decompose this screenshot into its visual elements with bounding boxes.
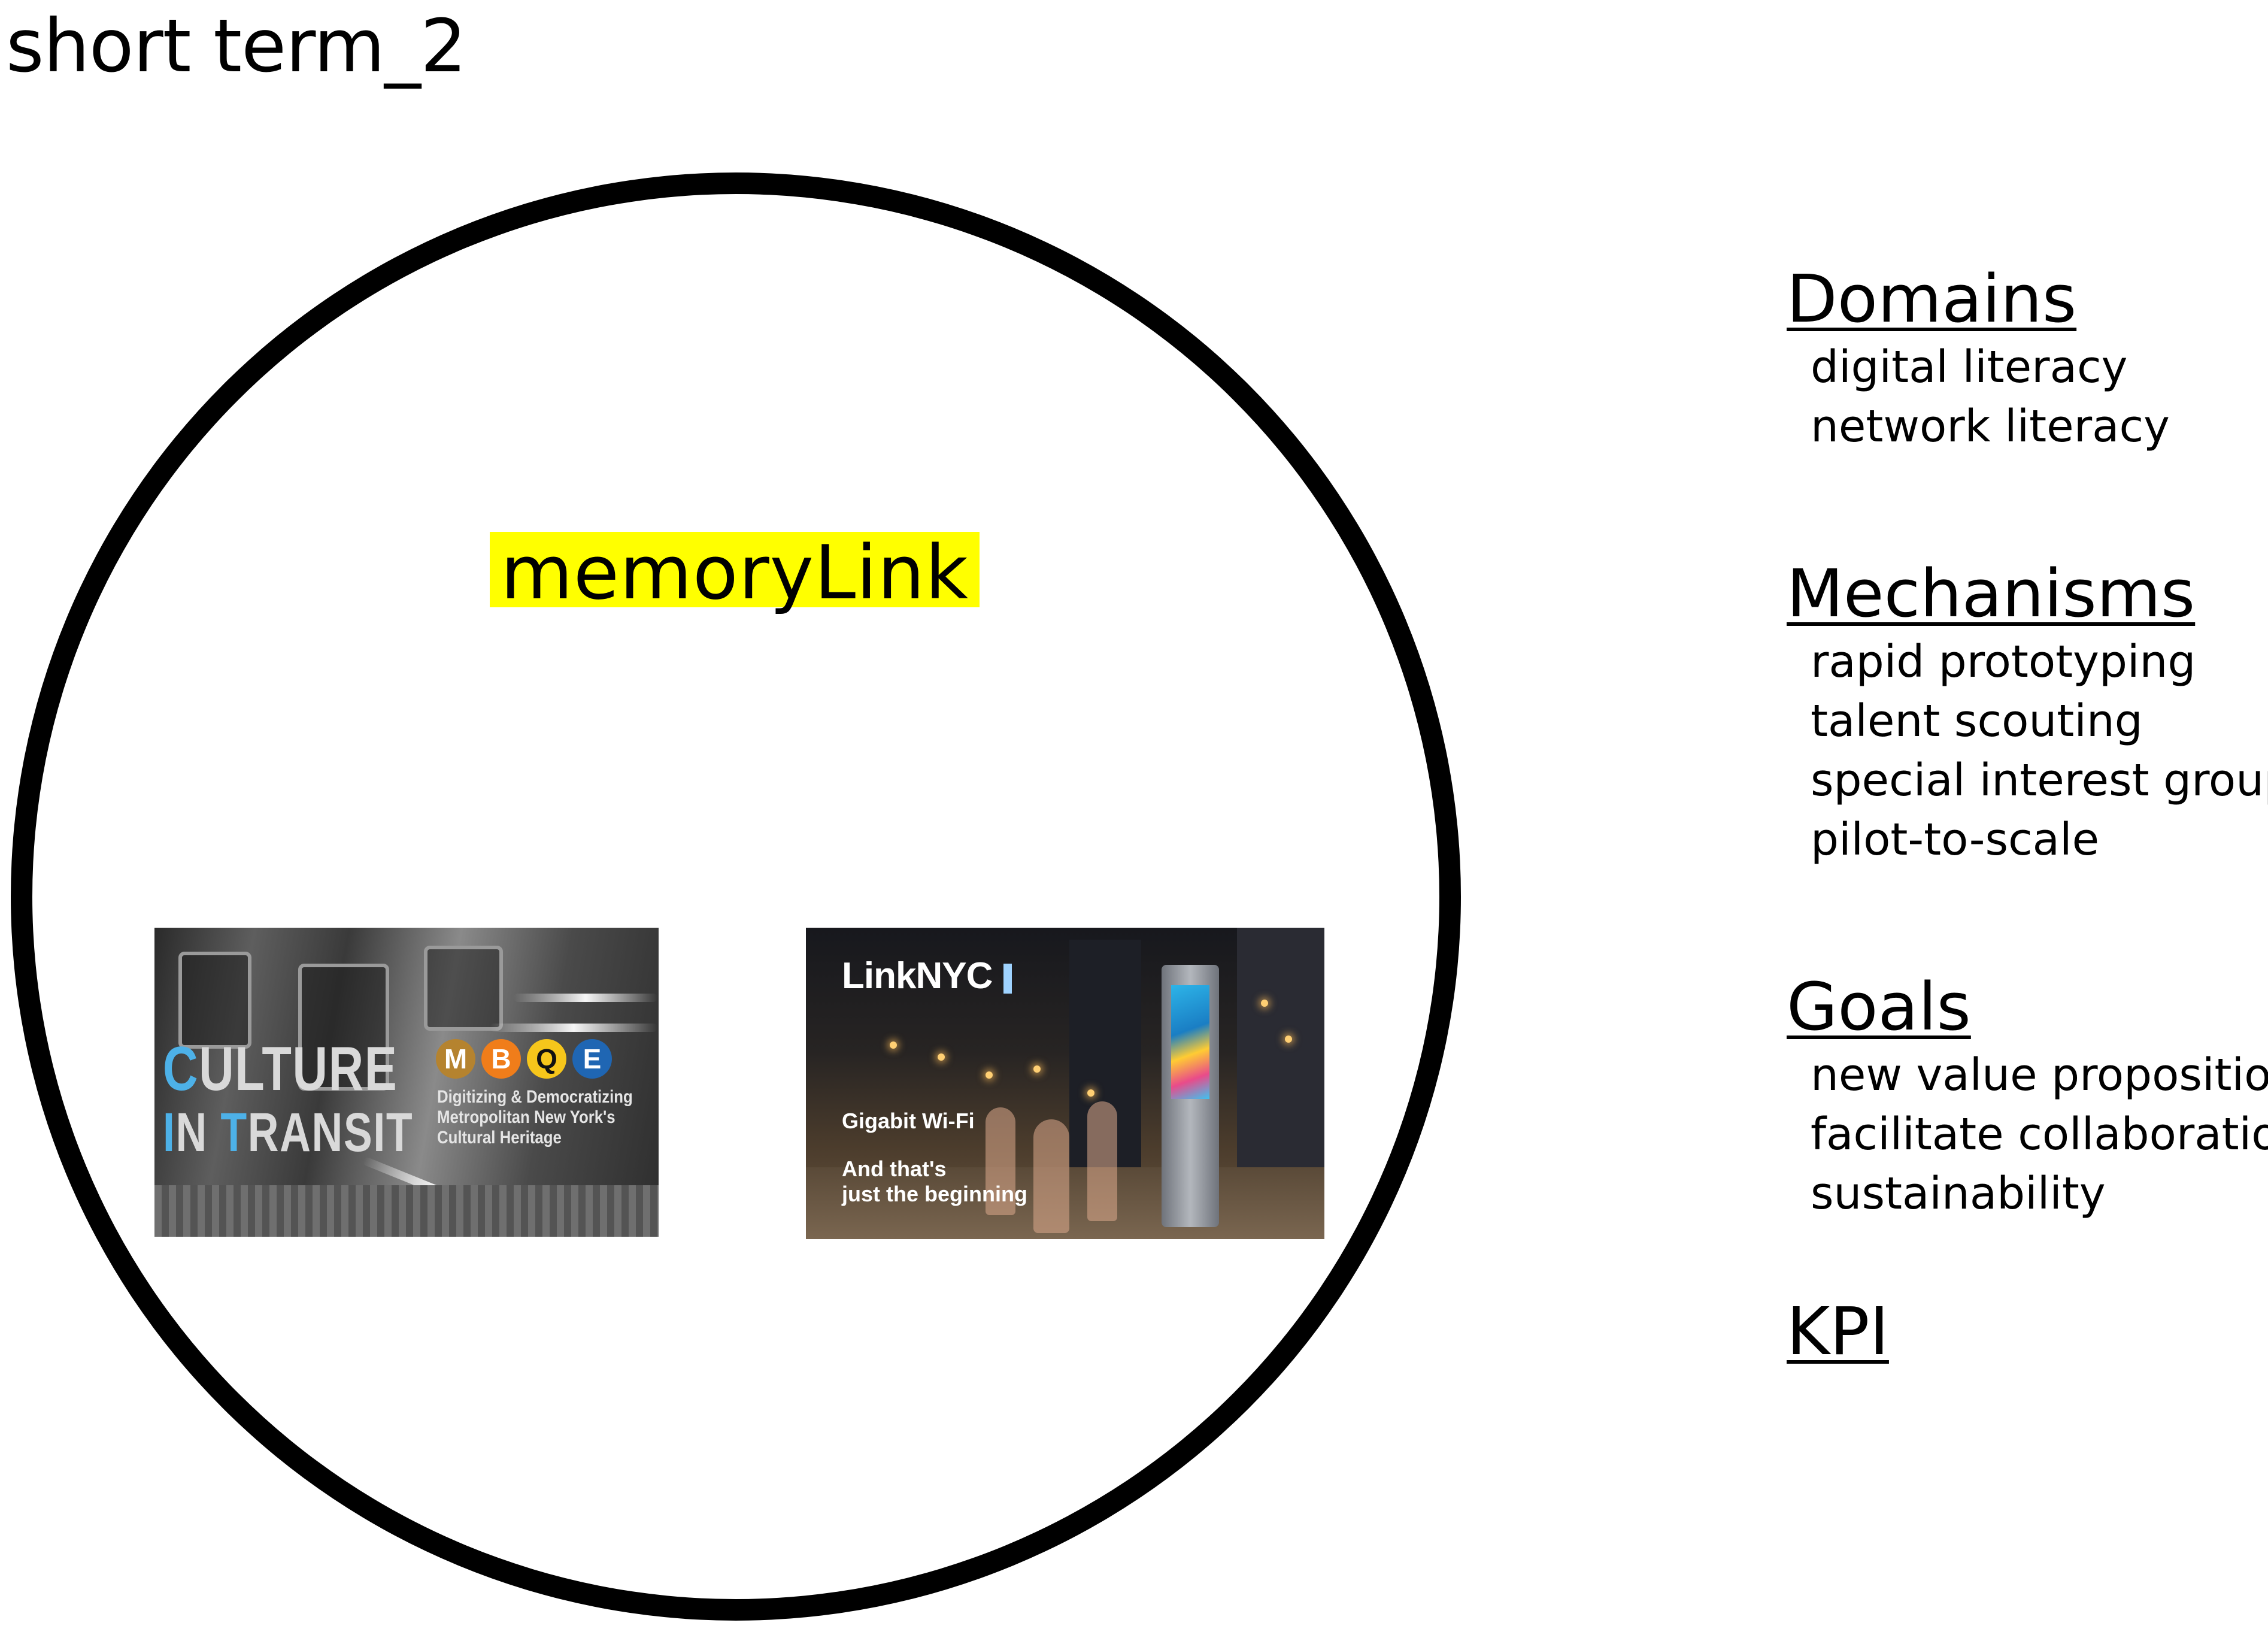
train-window — [178, 952, 251, 1049]
kiosk-screen — [1171, 985, 1209, 1099]
culture-in-transit-subtitle: Digitizing & Democratizing Metropolitan … — [437, 1087, 659, 1148]
in-transit-word: IN TRANSIT — [163, 1101, 413, 1164]
mechanisms-section: Mechanisms rapid prototyping talent scou… — [1787, 555, 2268, 870]
linknyc-wifi: Gigabit Wi-Fi — [842, 1109, 975, 1133]
subway-bullet-q: Q — [527, 1039, 566, 1079]
window-light — [1285, 1036, 1292, 1043]
subway-bullet-b: B — [481, 1039, 521, 1079]
goals-section: Goals new value proposition facilitate c… — [1787, 968, 2268, 1224]
domain-item: digital literacy — [1811, 341, 2128, 393]
culture-initial: C — [163, 1034, 199, 1104]
page-title: short term_2 — [6, 4, 467, 89]
linknyc-tagline: And that's just the beginning — [842, 1156, 1027, 1207]
mechanism-item: rapid prototyping — [1811, 636, 2196, 688]
subtitle-line: Cultural Heritage — [437, 1128, 562, 1148]
street-light — [1033, 1065, 1041, 1073]
mechanism-item: special interest group — [1811, 755, 2268, 806]
mechanisms-heading: Mechanisms — [1787, 555, 2196, 632]
transit-initial: T — [220, 1102, 248, 1163]
subtitle-line: Digitizing & Democratizing — [437, 1087, 633, 1107]
light-streak — [514, 994, 657, 1002]
window-light — [1261, 1000, 1268, 1007]
scope-circle — [11, 172, 1461, 1621]
subway-bullet-e: E — [572, 1039, 612, 1079]
tagline-line: And that's — [842, 1156, 947, 1181]
subway-bullets: M B Q E — [436, 1039, 612, 1079]
subway-bullet-m: M — [436, 1039, 475, 1079]
building — [1237, 928, 1324, 1167]
goal-item: sustainability — [1811, 1168, 2106, 1219]
mechanism-item: talent scouting — [1811, 695, 2143, 747]
train-window — [424, 946, 503, 1031]
culture-rest: ULTURE — [199, 1034, 398, 1104]
domains-heading: Domains — [1787, 261, 2077, 337]
tagline-line: just the beginning — [842, 1182, 1027, 1206]
goals-heading: Goals — [1787, 968, 1971, 1045]
street-light — [986, 1071, 993, 1079]
street-light — [938, 1053, 945, 1061]
culture-in-transit-image: CULTURE IN TRANSIT M B Q E Digitizing & … — [154, 928, 659, 1237]
linknyc-image: LinkNYC Gigabit Wi-Fi And that's just th… — [806, 928, 1324, 1239]
pedestrian — [1087, 1101, 1117, 1221]
street-light — [1087, 1089, 1094, 1097]
pedestrian — [986, 1107, 1015, 1215]
linknyc-title: LinkNYC — [842, 955, 993, 997]
subtitle-line: Metropolitan New York's — [437, 1107, 615, 1127]
goal-item: facilitate collaboration — [1811, 1109, 2268, 1160]
culture-word: CULTURE — [163, 1038, 398, 1100]
spire — [1003, 964, 1012, 994]
kpi-heading: KPI — [1787, 1293, 1889, 1370]
street-light — [890, 1041, 897, 1049]
goal-item: new value proposition — [1811, 1049, 2268, 1101]
domain-item: network literacy — [1811, 401, 2170, 452]
transit-rest: RANSIT — [247, 1102, 414, 1163]
label-highlight — [490, 532, 980, 607]
light-streak — [490, 1024, 657, 1032]
kpi-section: KPI — [1787, 1292, 1889, 1370]
platform-floor — [154, 1185, 659, 1237]
domains-section: Domains digital literacy network literac… — [1787, 260, 2170, 456]
in-initial: I — [163, 1102, 176, 1163]
pedestrian — [1033, 1119, 1069, 1233]
memorylink-label: memoryLink — [500, 530, 969, 616]
mechanism-item: pilot-to-scale — [1811, 814, 2100, 865]
in-rest: N — [175, 1102, 221, 1163]
train-window — [298, 964, 389, 1091]
